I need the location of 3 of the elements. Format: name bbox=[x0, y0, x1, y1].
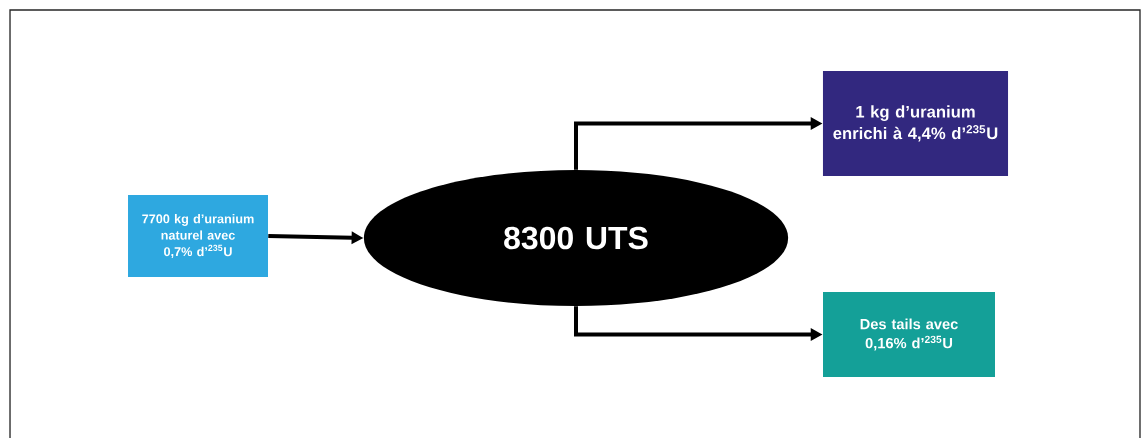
process-box: 1 kg d’uranium enrichi à 4,4% d’$^{235}$U bbox=[822, 70, 1009, 177]
process-box: Des tails avec 0,16% d’$^{235}$U bbox=[823, 291, 995, 377]
process-box: 7700 kg d’uranium naturel avec 0,7% d’$^{235}$U bbox=[128, 195, 268, 277]
